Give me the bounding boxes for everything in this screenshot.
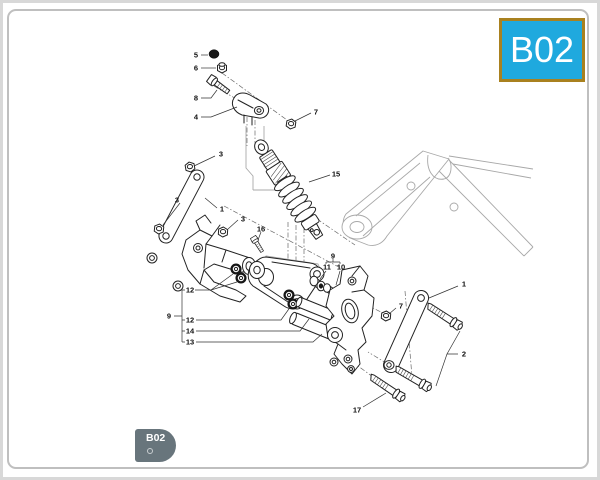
page-code-label: B02 [509, 29, 575, 70]
callout-3: 3 [174, 195, 180, 205]
callout-10: 10 [336, 262, 346, 272]
upper-clevis [231, 92, 270, 126]
callout-13: 13 [185, 337, 195, 347]
callout-11: 11 [323, 262, 331, 272]
callout-4: 4 [193, 112, 199, 122]
nut-part-3c [217, 226, 229, 238]
callout-12: 12 [185, 285, 195, 295]
callout-5: 5 [193, 50, 199, 60]
cap-part-5 [208, 49, 220, 59]
callout-12: 12 [185, 315, 195, 325]
callout-3: 3 [218, 149, 224, 159]
bolt-part-17 [366, 371, 408, 404]
mount-bracket-right [325, 265, 375, 375]
callout-7: 7 [313, 107, 319, 117]
upper-mount-parts [205, 49, 297, 131]
callout-1: 1 [219, 204, 225, 214]
callout-7: 7 [398, 301, 404, 311]
bolt-part-8 [205, 73, 232, 97]
nut-part-3b [153, 223, 165, 235]
tag-dot-icon [147, 448, 153, 454]
bolt-part-16 [249, 234, 266, 254]
callout-2: 2 [461, 349, 467, 359]
nut-part-7-right [380, 310, 392, 322]
footer-tag-label: B02 [146, 432, 166, 444]
callout-16: 16 [256, 224, 266, 234]
callout-1: 1 [461, 279, 467, 289]
callout-8: 8 [193, 93, 199, 103]
callout-14: 14 [185, 326, 195, 336]
page-border [7, 9, 589, 469]
callout-3: 3 [240, 214, 246, 224]
left-link-arm [158, 169, 205, 244]
callout-9: 9 [330, 251, 336, 261]
swingarm-frame [245, 126, 534, 257]
callout-9: 9 [166, 311, 172, 321]
callout-6: 6 [193, 63, 199, 73]
callout-17: 17 [352, 405, 362, 415]
nut-part-7-top [285, 117, 297, 131]
page-code-box: B02 [499, 18, 585, 82]
shock-absorber [254, 139, 324, 240]
callout-leader-lines [162, 54, 461, 408]
footer-section-tag: B02 [135, 429, 176, 462]
callout-15: 15 [331, 169, 341, 179]
bolt-part-2a [423, 300, 466, 333]
